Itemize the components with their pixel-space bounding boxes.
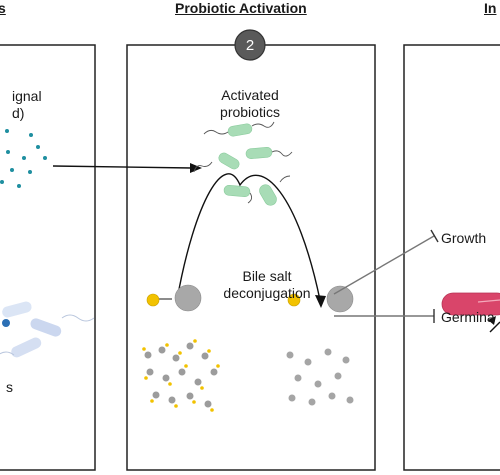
- pathogen-cell: [441, 292, 500, 316]
- deconjugated-bile-salt: [287, 285, 354, 313]
- step-number-badge: [234, 29, 266, 61]
- right-panel-title: In: [484, 0, 497, 16]
- growth-inhibition-line: [333, 229, 439, 295]
- free-bile-acids: [286, 348, 354, 406]
- signal-molecules: [0, 129, 47, 188]
- conjugated-molecules: [142, 339, 220, 412]
- conjugated-bile-salt: [146, 284, 202, 312]
- bile-label-line2: deconjugation: [223, 285, 311, 301]
- activated-label-line1: Activated: [221, 87, 279, 103]
- germination-inhibition-line: [334, 309, 435, 323]
- probiotic-flagella: [193, 121, 293, 204]
- deconjugation-arrow: [176, 173, 326, 308]
- signal-label-line2: d): [12, 105, 25, 121]
- germination-label: Germina: [441, 309, 495, 325]
- bile-label-line1: Bile salt: [242, 268, 292, 284]
- signal-label-line1: ignal: [12, 88, 42, 104]
- activated-label-line2: probiotics: [220, 104, 280, 120]
- left-bottom-label: s: [6, 379, 13, 395]
- left-panel: [0, 44, 96, 471]
- growth-label: Growth: [441, 230, 487, 246]
- pathogen-arrow: [488, 316, 500, 333]
- activated-probiotics: [218, 123, 277, 206]
- right-panel: [403, 44, 500, 471]
- step-number: 2: [245, 37, 255, 54]
- inactive-probiotics: [0, 301, 95, 358]
- middle-panel-title: Probiotic Activation: [175, 0, 307, 16]
- left-panel-title: s: [0, 0, 6, 16]
